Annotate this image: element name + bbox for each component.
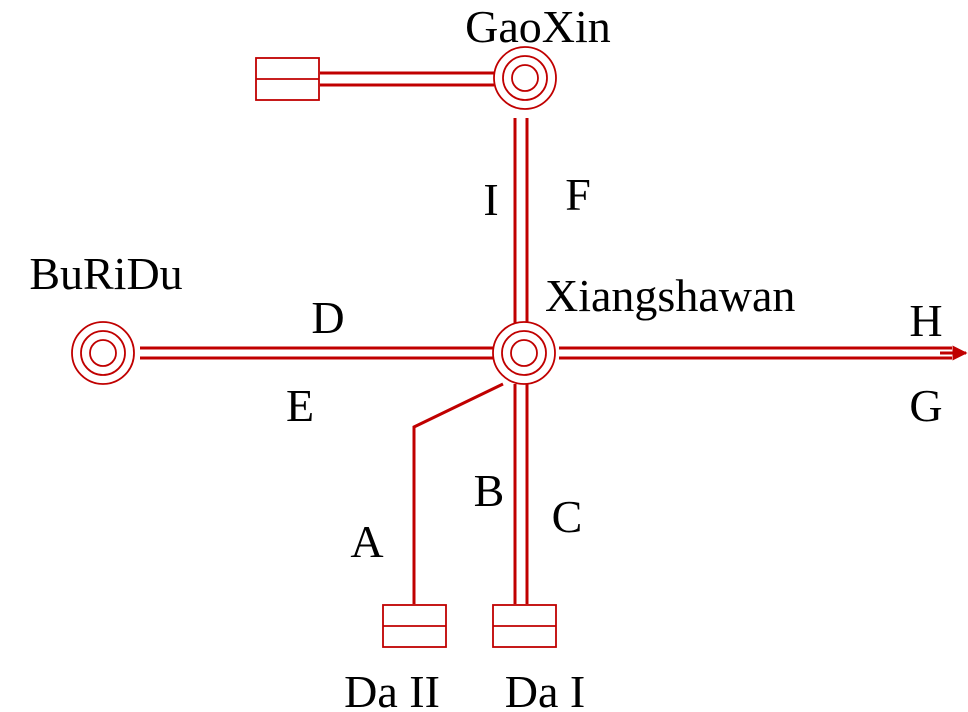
line-i-f (513, 118, 529, 323)
line-h-g-arrow (559, 345, 968, 361)
line-a (412, 382, 504, 604)
da1-label: Da I (505, 666, 585, 712)
xiangshawan-label: Xiangshawan (545, 270, 795, 321)
line-b-c (513, 384, 529, 604)
line-label-f: F (565, 169, 591, 220)
line-label-c: C (552, 491, 583, 542)
da2-plant-icon (382, 604, 447, 648)
line-label-a: A (350, 516, 383, 567)
line-plant-to-gaoxin (320, 71, 494, 87)
buridu-label: BuRiDu (29, 248, 182, 299)
line-label-b: B (474, 465, 505, 516)
gaoxin-label: GaoXin (465, 1, 611, 52)
line-label-i: I (483, 174, 498, 225)
buridu-substation-icon (71, 321, 135, 385)
xiangshawan-substation-icon (492, 321, 556, 385)
da2-label: Da II (344, 666, 440, 712)
line-d-e (140, 346, 493, 360)
line-label-h: H (909, 295, 942, 346)
da1-plant-icon (492, 604, 557, 648)
line-label-d: D (311, 292, 344, 343)
gaoxin-substation-icon (493, 46, 557, 110)
line-label-e: E (286, 380, 314, 431)
line-label-g: G (909, 380, 942, 431)
plant-top-left-icon (255, 57, 320, 101)
